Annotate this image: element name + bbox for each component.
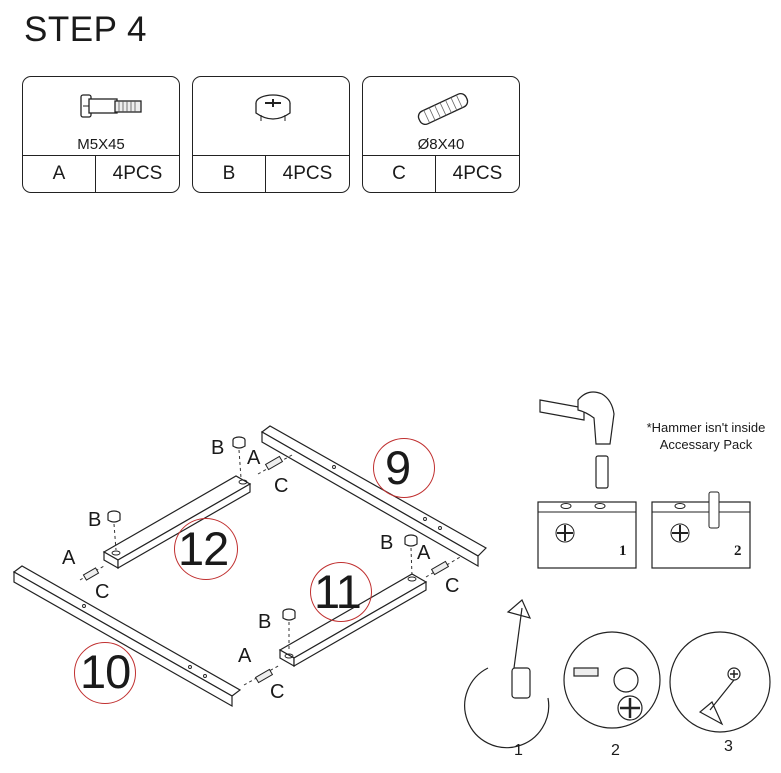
callout-a: A — [417, 542, 431, 564]
part-qty: 4PCS — [282, 163, 333, 184]
part-card-c: Ø8X40 C 4PCS — [362, 76, 520, 193]
callout-c: C — [274, 475, 289, 497]
callout-c: C — [445, 575, 460, 597]
panel-10-circle — [74, 642, 136, 704]
hammer-note: *Hammer isn't inside Accessary Pack — [636, 419, 776, 453]
panel-number-11: 11 — [314, 565, 362, 618]
part-size: Ø8X40 — [417, 136, 465, 153]
panel-12-circle — [174, 518, 238, 580]
callout-a: A — [62, 547, 76, 569]
panel-number-9: 9 — [385, 441, 411, 494]
callout-b: B — [258, 611, 272, 633]
part-qty: 4PCS — [452, 163, 503, 184]
callout-b: B — [88, 509, 102, 531]
callout-a: A — [238, 645, 252, 667]
part-card-b: B 4PCS — [192, 76, 350, 193]
callout-c: C — [95, 581, 110, 603]
detail-number-1: 1 — [619, 543, 627, 559]
cam-step-3: 3 — [724, 738, 733, 755]
cam-step-2: 2 — [611, 742, 620, 759]
panel-number-10: 10 — [80, 645, 131, 698]
part-letter: B — [193, 156, 266, 192]
cam-step-1: 1 — [514, 742, 523, 759]
wood-dowel-icon — [363, 77, 519, 141]
callout-b: B — [380, 532, 394, 554]
callout-a: A — [247, 447, 261, 469]
panel-11-circle — [310, 562, 372, 622]
detail-number-2: 2 — [734, 543, 742, 559]
hammer-note-line: *Hammer isn't inside — [646, 420, 766, 435]
part-letter: C — [363, 156, 436, 192]
part-card-a: M5X45 A 4PCS — [22, 76, 180, 193]
part-size: M5X45 — [77, 136, 125, 153]
page-title: STEP 4 — [24, 10, 147, 49]
panel-number-12: 12 — [178, 522, 229, 575]
hammer-note-line: Accessary Pack — [659, 437, 753, 452]
callout-b: B — [211, 437, 225, 459]
cam-lock-icon — [193, 77, 349, 141]
callout-c: C — [270, 681, 285, 703]
part-qty: 4PCS — [112, 163, 163, 184]
panel-9-circle — [373, 438, 435, 498]
hammer-icon — [539, 391, 615, 489]
connector-bolt-icon — [23, 77, 179, 141]
part-letter: A — [23, 156, 96, 192]
